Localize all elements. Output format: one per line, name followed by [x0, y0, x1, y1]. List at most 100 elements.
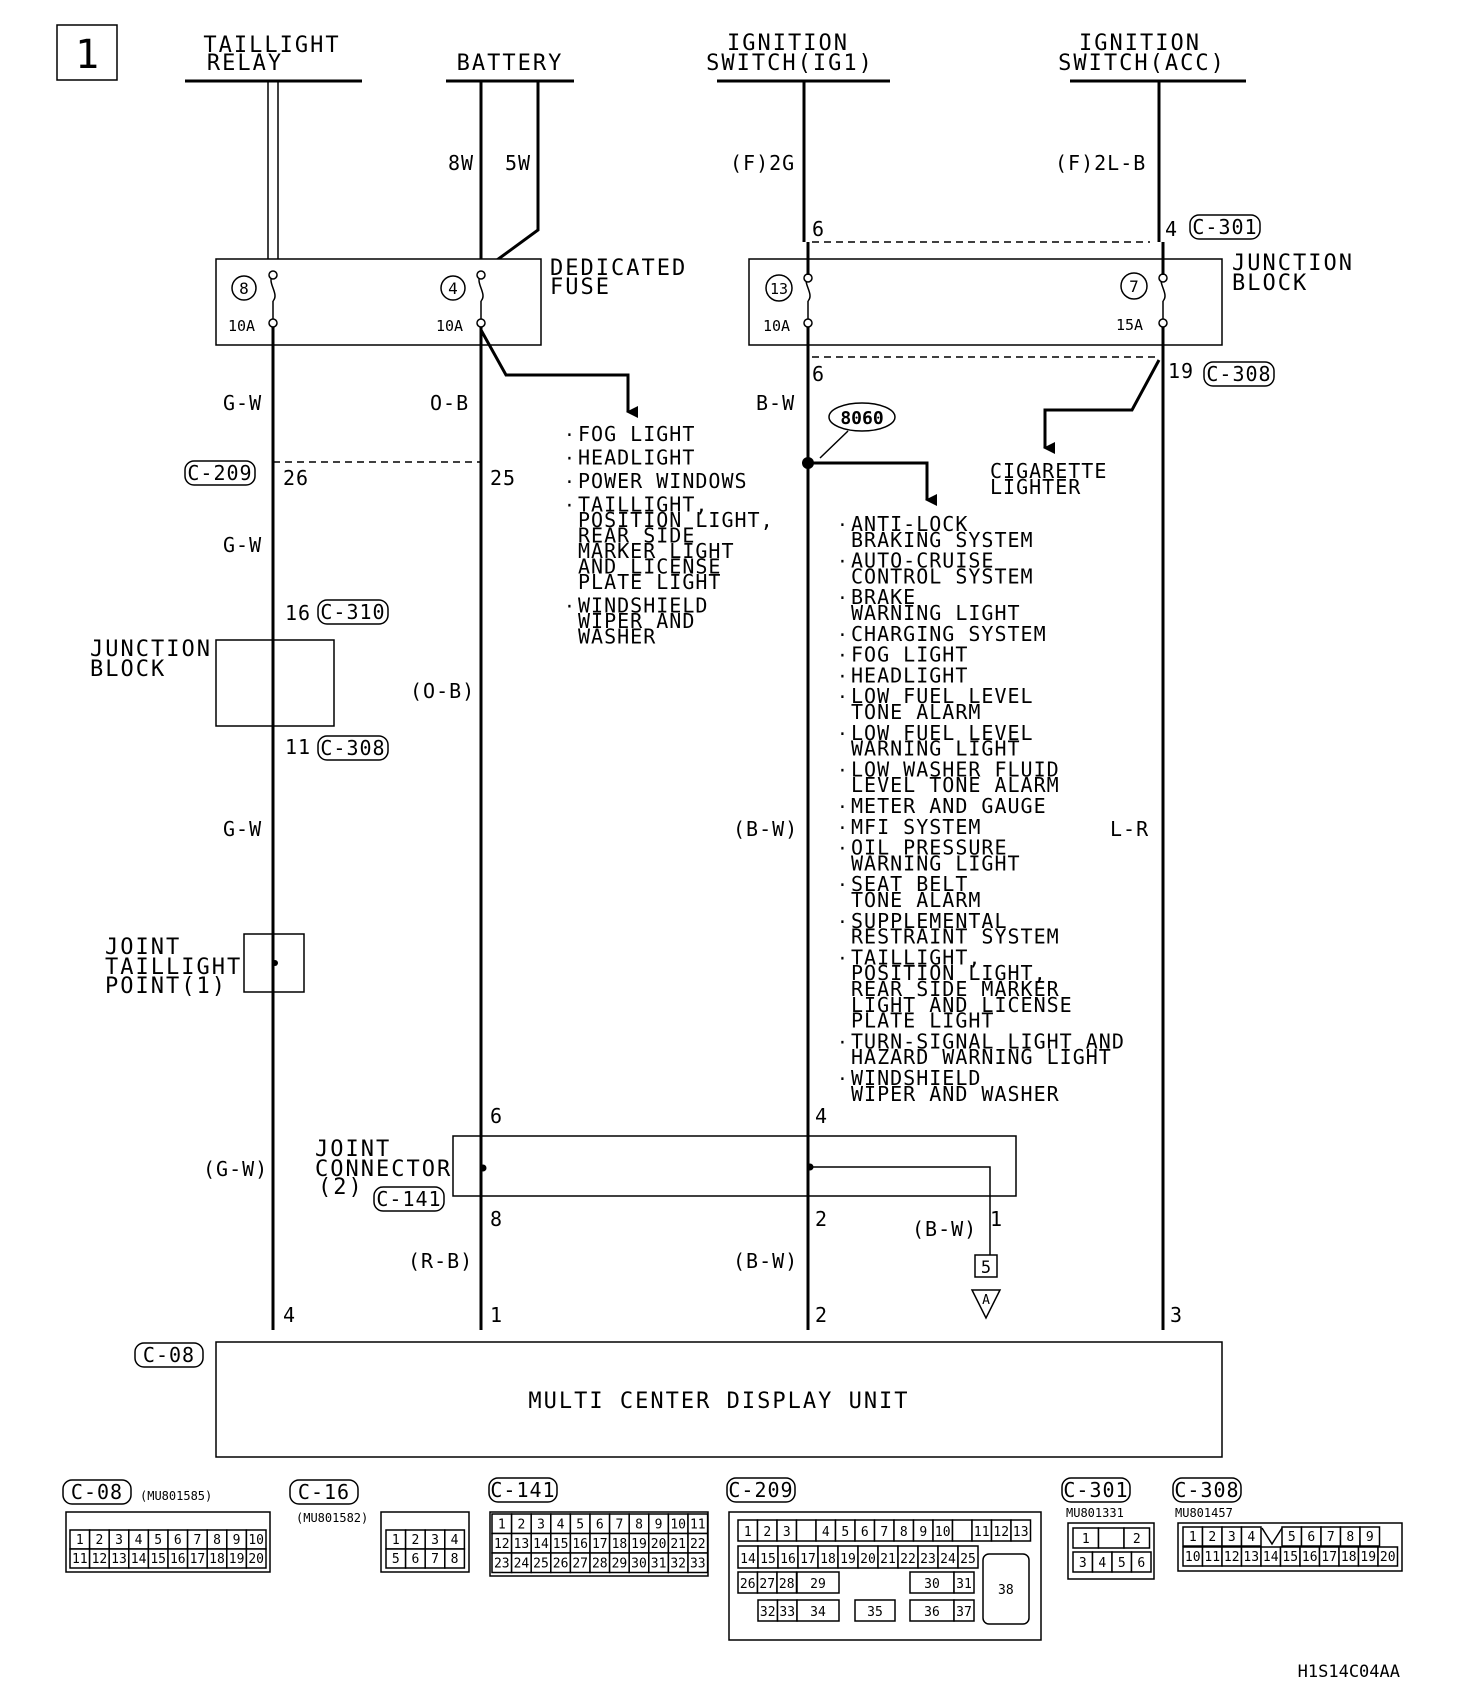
c141-pin: 17: [592, 1537, 608, 1552]
ig1-load-item: PLATE LIGHT: [851, 1009, 994, 1033]
c308-r1-pin: 2: [1208, 1530, 1216, 1545]
ig1-load-item: CONTROL SYSTEM: [851, 564, 1034, 588]
ig1-load-item: LIGHT AND LICENSE: [851, 993, 1073, 1017]
c308-r2-pin: 15: [1282, 1550, 1298, 1565]
c141-pin: 9: [655, 1518, 663, 1533]
c308-top-badge: [1203, 361, 1275, 387]
splice-8060-text: 8060: [840, 408, 883, 429]
c141-pin: 2: [517, 1518, 525, 1533]
ig1-load-bullet: ·: [837, 646, 848, 667]
c301-part-number: MU801331: [1066, 1506, 1124, 1520]
ig1-load-item: FOG LIGHT: [851, 643, 968, 667]
wire-bw: B-W: [756, 391, 795, 415]
fuse-13-number: 13: [770, 280, 788, 298]
c141-pin: 7: [615, 1518, 623, 1533]
wire-gw-paren: (G-W): [203, 1157, 268, 1181]
ref-box-text: 5: [981, 1258, 991, 1278]
c141-pin: 27: [572, 1557, 588, 1572]
fuse-13-terminal-bottom: [803, 318, 813, 328]
c141-pin: 12: [494, 1537, 510, 1552]
junction-block-top-label-1: JUNCTION: [1232, 251, 1354, 276]
c209-r1-cell: [951, 1519, 973, 1542]
ig1-load-bullet: ·: [837, 912, 848, 933]
cigarette-lighter-label-2: LIGHTER: [990, 475, 1081, 499]
battery-load-item: WASHER: [578, 625, 656, 649]
c141-pin: 4: [557, 1518, 565, 1533]
c08-pin: 11: [72, 1552, 88, 1567]
c08-pin: 3: [115, 1533, 123, 1548]
jc-branch-wire: [810, 1166, 991, 1255]
wire-bw-paren: (B-W): [733, 817, 798, 841]
dedicated-fuse-label-1: DEDICATED: [550, 256, 687, 281]
wire-rb-paren: (R-B): [408, 1249, 473, 1273]
joint-taillight-label-1: JOINT: [105, 935, 181, 960]
c141-pin: 25: [533, 1557, 549, 1572]
battery-load-bullet: ·: [564, 496, 575, 517]
c209-r1-pin: 5: [841, 1525, 849, 1540]
battery-8w-text: 8W: [448, 151, 474, 175]
c301-r2-pin: 6: [1137, 1556, 1145, 1571]
c209-r4-pin: 36: [924, 1605, 940, 1620]
wire-gw-2: G-W: [223, 533, 262, 557]
fuse-8-number: 8: [239, 279, 249, 298]
c209-r4-pin: 34: [810, 1605, 826, 1620]
c08-pin: 1: [76, 1533, 84, 1548]
c141-pin: 24: [514, 1557, 530, 1572]
c209-r4-pin: 33: [779, 1605, 795, 1620]
c08-pin: 4: [135, 1533, 143, 1548]
ig1-load-bullet: ·: [837, 839, 848, 860]
c141-pin: 10: [670, 1518, 686, 1533]
c209-r2-pin: 21: [880, 1552, 896, 1567]
ig1-load-bullet: ·: [837, 588, 848, 609]
c209-r3-pin: 31: [956, 1577, 972, 1592]
pin-16: 16: [285, 601, 311, 625]
c310-text: C-310: [320, 600, 385, 624]
c08-part-number: (MU801585): [140, 1489, 212, 1503]
c209-r2-pin: 19: [840, 1552, 856, 1567]
wire-bw-branch: (B-W): [912, 1217, 977, 1241]
junction-block-mid: [215, 639, 335, 727]
page-number-box: [56, 24, 118, 81]
ig1-load-item: WARNING LIGHT: [851, 737, 1021, 761]
c141-pin: 26: [553, 1557, 569, 1572]
fuse-8-amps: 10A: [228, 317, 255, 335]
c209-r3-pin: 27: [759, 1577, 775, 1592]
ig1-load-item: MFI SYSTEM: [851, 815, 981, 839]
c301-r2-pin: 5: [1118, 1556, 1126, 1571]
junction-block-mid-label-1: JUNCTION: [90, 637, 212, 662]
c308-mid-badge: [317, 735, 389, 761]
ig1-load-item: LOW FUEL LEVEL: [851, 721, 1034, 745]
c301-r1-cell: [1123, 1527, 1151, 1549]
c301-text: C-301: [1192, 215, 1257, 239]
c08-pin: 7: [193, 1533, 201, 1548]
ig1-label-1: IGNITION: [727, 31, 849, 56]
battery-5w-wire: [485, 81, 540, 270]
c08-pin: 20: [248, 1552, 264, 1567]
c08-pin: 10: [248, 1533, 264, 1548]
joint-connector-label-3: (2): [318, 1175, 364, 1200]
ig1-load-item: LOW WASHER FLUID: [851, 757, 1060, 781]
c209-r2-pin: 22: [900, 1552, 916, 1567]
c141-pin: 16: [572, 1537, 588, 1552]
ig1-load-item: WARNING LIGHT: [851, 601, 1021, 625]
splice-8060-badge: [828, 402, 896, 432]
c16-pin: 8: [451, 1552, 459, 1567]
c209-r2-pin: 20: [860, 1552, 876, 1567]
c308-r1-pin: 7: [1327, 1530, 1335, 1545]
wire-lr: L-R: [1110, 817, 1149, 841]
ig1-load-item: ANTI-LOCK: [851, 512, 968, 536]
c209-r1-pin: 7: [880, 1525, 888, 1540]
c301-r2-pin: 4: [1098, 1556, 1106, 1571]
c301-r1-cell: [1097, 1527, 1125, 1549]
c209-r3-cell: [796, 1571, 840, 1594]
c209-r2-pin: 16: [780, 1552, 796, 1567]
c141-pin: 31: [651, 1557, 667, 1572]
ig1-load-item: HAZARD WARNING LIGHT: [851, 1045, 1112, 1069]
c209-r1-pin: 12: [993, 1525, 1009, 1540]
c209-r1-pin: 9: [919, 1525, 927, 1540]
ig1-load-bullet: ·: [837, 625, 848, 646]
c08-text: C-08: [143, 1343, 195, 1367]
ig1-load-item: LEVEL TONE ALARM: [851, 773, 1060, 797]
